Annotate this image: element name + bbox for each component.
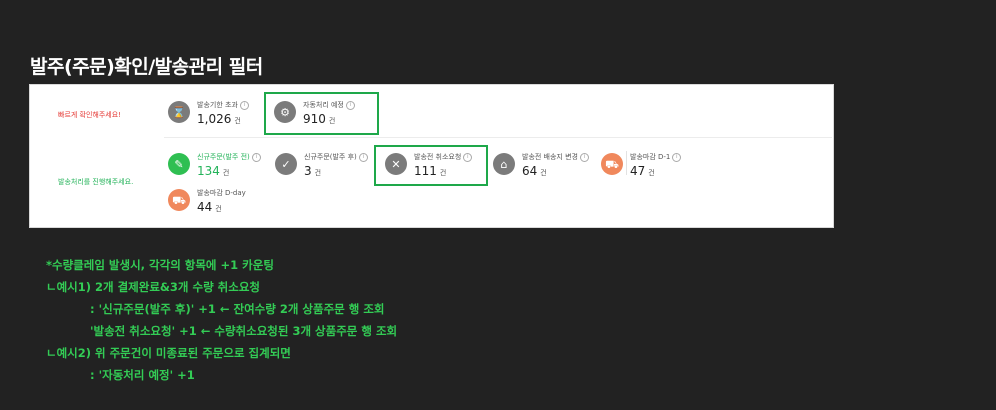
info-icon[interactable]: i	[579, 152, 589, 162]
highlight-box-auto-process	[264, 92, 379, 135]
truck-icon: ⛟	[601, 153, 623, 175]
info-icon[interactable]: i	[672, 152, 682, 162]
note-line: *수량클레임 발생시, 각각의 항목에 +1 카운팅	[46, 258, 274, 272]
cancel-request-icon: ✕	[385, 153, 407, 175]
info-icon[interactable]: i	[251, 152, 261, 162]
info-icon[interactable]: i	[358, 152, 368, 162]
vertical-separator	[626, 151, 627, 175]
filter-card-label: 발송마감 D-day	[197, 189, 246, 197]
info-icon[interactable]: i	[239, 100, 249, 110]
row2-hint: 발송처리를 진행해주세요.	[58, 178, 134, 186]
row-divider	[164, 137, 832, 138]
auto-process-icon: ⚙	[274, 101, 296, 123]
filter-card-label: 신규주문(발주 전)i	[197, 152, 261, 162]
annotation-notes: *수량클레임 발생시, 각각의 항목에 +1 카운팅 ㄴ예시1) 2개 결제완료…	[46, 256, 397, 388]
truck-icon: ⛟	[168, 189, 190, 211]
row1-hint: 빠르게 확인해주세요!	[58, 111, 121, 119]
order-confirmed-icon: ✓	[275, 153, 297, 175]
note-line: ㄴ예시2) 위 주문건이 미종료된 주문으로 집계되면	[46, 346, 291, 360]
hourglass-icon: ⌛	[168, 101, 190, 123]
note-line: '발송전 취소요청' +1 ← 수량취소요청된 3개 상품주문 행 조회	[90, 324, 398, 338]
note-line: ㄴ예시1) 2개 결제완료&3개 수량 취소요청	[46, 280, 261, 294]
highlight-box-cancel-request	[374, 145, 488, 186]
new-order-icon: ✎	[168, 153, 190, 175]
note-line: : '자동처리 예정' +1	[90, 368, 195, 382]
info-icon[interactable]: i	[463, 152, 473, 162]
page-title: 발주(주문)확인/발송관리 필터	[30, 56, 263, 78]
note-line: : '신규주문(발주 후)' +1 ← 잔여수량 2개 상품주문 행 조회	[90, 302, 385, 316]
filter-card-label: 신규주문(발주 후)i	[304, 152, 368, 162]
address-change-icon: ⌂	[493, 153, 515, 175]
info-icon[interactable]: i	[345, 100, 355, 110]
